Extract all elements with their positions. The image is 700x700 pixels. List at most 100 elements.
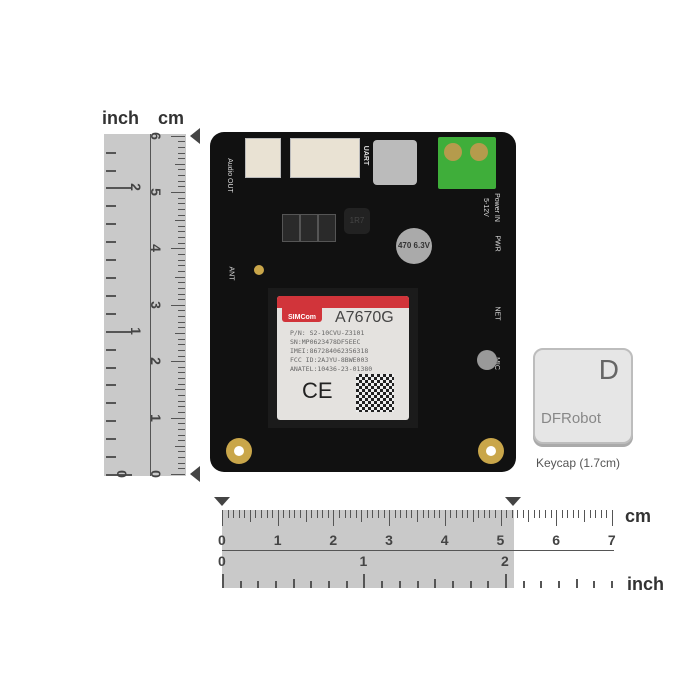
cm-tick bbox=[178, 468, 185, 470]
cm-tick bbox=[494, 510, 496, 518]
cm-tick-label: 7 bbox=[607, 532, 616, 548]
inch-tick bbox=[106, 205, 116, 208]
cm-tick bbox=[311, 510, 313, 518]
inch-tick bbox=[593, 581, 596, 588]
left-marker-icon bbox=[214, 497, 230, 506]
cm-tick bbox=[539, 510, 541, 518]
inch-tick-label-0: 0 bbox=[113, 470, 130, 478]
cm-tick bbox=[550, 510, 552, 518]
cm-tick bbox=[178, 259, 185, 261]
cm-tick bbox=[178, 310, 185, 312]
inch-tick bbox=[345, 581, 348, 588]
audio-out-label: Audio OUT bbox=[225, 158, 233, 193]
cm-tick bbox=[411, 510, 413, 518]
right-marker-icon bbox=[505, 497, 521, 506]
cm-tick bbox=[178, 186, 185, 188]
inch-tick bbox=[434, 579, 437, 588]
inch-tick bbox=[106, 223, 116, 226]
cm-tick bbox=[561, 510, 563, 518]
cm-tick bbox=[175, 445, 185, 447]
cm-tick bbox=[178, 406, 185, 408]
cm-tick bbox=[416, 510, 418, 522]
inch-tick bbox=[381, 581, 384, 588]
inch-tick-label: 2 bbox=[500, 553, 509, 569]
cm-label: cm bbox=[158, 108, 185, 128]
inch-tick bbox=[106, 259, 116, 262]
keycap-brand: DFRobot bbox=[541, 410, 602, 427]
uart-connector bbox=[290, 138, 360, 178]
cm-tick bbox=[600, 510, 602, 518]
cm-tick bbox=[595, 510, 597, 518]
inch-tick bbox=[292, 579, 295, 588]
cm-tick bbox=[178, 152, 185, 154]
inch-tick bbox=[106, 474, 132, 476]
cm-tick bbox=[178, 287, 185, 289]
cm-tick bbox=[266, 510, 268, 518]
cm-tick bbox=[178, 225, 185, 227]
horizontal-ruler bbox=[222, 510, 514, 588]
cm-tick bbox=[277, 510, 279, 526]
cm-tick bbox=[377, 510, 379, 518]
inch-tick bbox=[363, 574, 366, 588]
ruler-divider bbox=[150, 134, 151, 476]
cm-tick bbox=[567, 510, 569, 518]
cm-tick bbox=[299, 510, 301, 518]
cm-tick bbox=[461, 510, 463, 518]
cm-tick bbox=[178, 423, 185, 425]
cm-tick bbox=[372, 510, 374, 518]
cm-tick bbox=[178, 242, 185, 244]
cm-tick bbox=[238, 510, 240, 518]
cm-tick bbox=[333, 510, 335, 526]
cm-tick-label: 6 bbox=[552, 532, 560, 548]
cm-tick bbox=[175, 333, 185, 334]
cm-tick bbox=[322, 510, 324, 518]
net-label: NET bbox=[493, 306, 501, 321]
inch-tick-label: 0 bbox=[218, 553, 226, 569]
inch-tick bbox=[504, 574, 507, 588]
inch-tick bbox=[106, 456, 116, 459]
audio-connector bbox=[245, 138, 281, 178]
cm-tick bbox=[171, 135, 185, 137]
inch-tick bbox=[487, 581, 490, 588]
terminal-block bbox=[438, 137, 496, 189]
cm-tick-label: 4 bbox=[440, 532, 449, 548]
cm-tick bbox=[178, 158, 185, 160]
cm-tick bbox=[178, 344, 185, 346]
inch-tick bbox=[106, 312, 116, 315]
module-anatel: ANATEL:10436-23-01380 bbox=[290, 365, 373, 373]
bottom-marker-icon bbox=[190, 466, 200, 482]
keycap-letter: D bbox=[598, 354, 619, 385]
cm-tick bbox=[383, 510, 385, 518]
cm-tick bbox=[178, 327, 185, 329]
cm-tick bbox=[178, 265, 185, 267]
cm-tick bbox=[545, 510, 547, 518]
cm-tick bbox=[578, 510, 580, 518]
cm-tick bbox=[483, 510, 485, 518]
module-model: A7670G bbox=[335, 309, 394, 326]
cm-tick bbox=[178, 316, 185, 318]
inch-tick bbox=[416, 581, 419, 588]
inch-tick bbox=[106, 294, 116, 297]
cm-tick bbox=[472, 510, 474, 522]
cm-tick bbox=[178, 293, 185, 295]
diode bbox=[318, 214, 336, 242]
cm-tick bbox=[178, 141, 185, 143]
cm-tick bbox=[522, 510, 524, 518]
cm-tick bbox=[283, 510, 285, 518]
cm-tick bbox=[389, 510, 391, 526]
inch-tick bbox=[222, 574, 224, 588]
inch-tick bbox=[106, 366, 116, 369]
diode bbox=[300, 214, 318, 242]
inch-tick bbox=[106, 348, 116, 351]
inch-label: inch bbox=[102, 108, 140, 128]
inch-tick bbox=[106, 438, 116, 441]
inch-tick bbox=[540, 581, 543, 588]
inch-tick bbox=[106, 187, 132, 190]
cm-tick bbox=[178, 462, 185, 464]
cm-tick bbox=[467, 510, 469, 518]
inch-tick bbox=[106, 330, 132, 333]
cm-tick bbox=[178, 366, 185, 368]
inch-tick bbox=[575, 579, 578, 588]
cm-tick bbox=[178, 349, 185, 351]
inch-tick bbox=[522, 581, 525, 588]
